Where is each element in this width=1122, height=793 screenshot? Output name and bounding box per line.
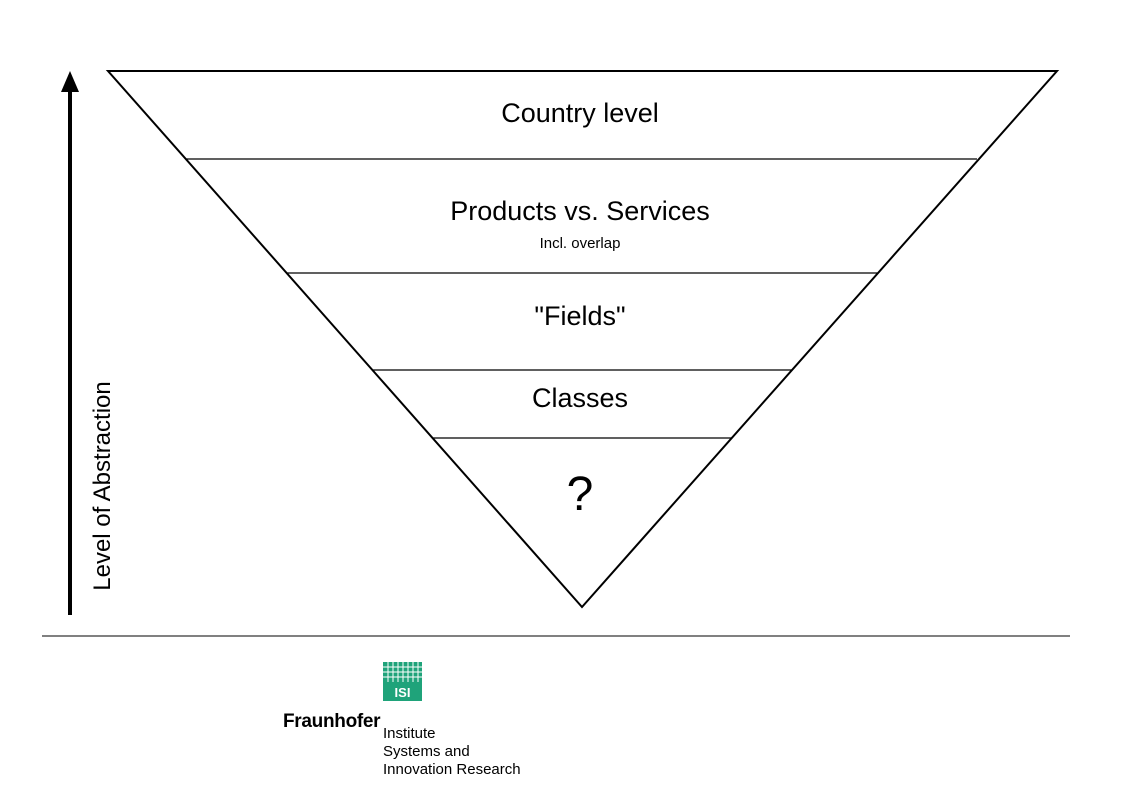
abstraction-arrow-head [61,71,79,92]
isi-logo-badge: ISI [383,662,422,701]
level-label-products-services: Products vs. Services [450,196,710,226]
level-label-fields: "Fields" [534,301,626,331]
logo-wordmark: Fraunhofer [283,711,381,732]
isi-badge-text: ISI [395,685,411,700]
level-label-country: Country level [501,98,659,128]
logo-text-line-1: Institute [383,725,436,742]
logo-text-line-3: Innovation Research [383,761,521,778]
level-label-classes: Classes [531,383,629,413]
level-sublabel-overlap: Incl. overlap [539,235,621,252]
logo-text-line-2: Systems and [383,743,470,760]
axis-label-abstraction: Level of Abstraction [89,381,116,591]
level-label-unknown: ? [566,468,594,521]
isi-badge-grid [383,662,422,682]
inverted-triangle [105,70,1060,609]
